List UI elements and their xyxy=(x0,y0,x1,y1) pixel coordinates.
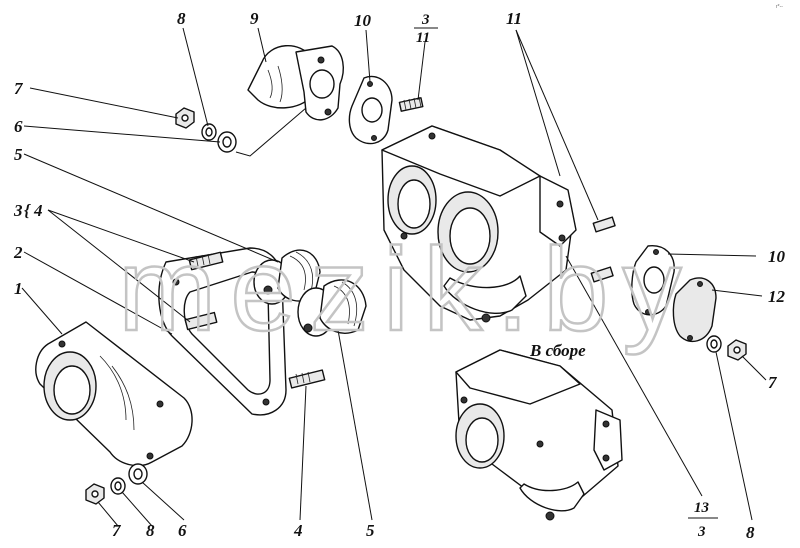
label-part-11-top: 11 xyxy=(506,9,522,28)
label-part-8-right: 8 xyxy=(746,523,755,542)
watermark-text: mezik.by xyxy=(118,224,696,356)
label-part-7-bottom: 7 xyxy=(112,521,122,540)
stud-right-part xyxy=(590,216,616,283)
fraction-bottom-denominator: 3 xyxy=(697,524,706,540)
label-part-7-left: 7 xyxy=(14,79,24,98)
thermostat-valve-part xyxy=(253,249,321,305)
label-part-12: 12 xyxy=(768,287,786,306)
studs-left-part xyxy=(184,251,326,389)
label-part-1: 1 xyxy=(14,279,23,298)
nut-top-left-part xyxy=(175,107,195,129)
assembled-unit-part xyxy=(455,349,623,521)
fraction-top-denominator: 11 xyxy=(416,30,430,46)
assembled-caption: В сборе xyxy=(529,341,586,360)
fraction-bottom-numerator: 13 xyxy=(694,500,710,516)
thermostat-valve-second-part xyxy=(297,279,367,337)
outlet-pipe-part xyxy=(35,321,193,467)
nut-right-part xyxy=(727,339,747,361)
label-part-8-top: 8 xyxy=(177,9,186,28)
label-part-7-right: 7 xyxy=(768,373,778,392)
nut-bottom-left-part xyxy=(85,483,105,505)
spring-washer-top-part xyxy=(201,123,217,141)
label-part-3-left: 3 xyxy=(13,201,23,220)
elbow-pipe-part xyxy=(247,44,344,121)
cover-plate-part xyxy=(672,277,717,343)
label-part-4-top: 4 xyxy=(33,201,43,220)
label-part-10-right: 10 xyxy=(768,247,786,266)
label-part-6-bottom: 6 xyxy=(178,521,187,540)
fraction-top-numerator: 3 xyxy=(421,12,430,28)
label-part-4-bottom: 4 xyxy=(293,521,303,540)
label-part-6-left: 6 xyxy=(14,117,23,136)
flat-washer-top-part xyxy=(217,131,237,153)
corner-mark: r*-- xyxy=(776,4,783,10)
leader-lines xyxy=(21,27,767,527)
label-part-2: 2 xyxy=(13,243,23,262)
label-part-10-top: 10 xyxy=(354,11,372,30)
label-part-5-bottom: 5 xyxy=(366,521,375,540)
washer-right-part xyxy=(706,335,722,353)
label-part-5-top: 5 xyxy=(14,145,23,164)
label-part-9: 9 xyxy=(250,9,259,28)
gasket-right-part xyxy=(631,245,675,316)
label-part-8-bottom: 8 xyxy=(146,521,155,540)
thermostat-housing-part xyxy=(381,125,577,323)
stud-top-part xyxy=(398,96,424,112)
label-bracket: { xyxy=(24,201,31,220)
spring-washer-bottom-part xyxy=(110,477,126,495)
flat-washer-bottom-part xyxy=(128,463,148,485)
gasket-top-part xyxy=(348,75,393,145)
